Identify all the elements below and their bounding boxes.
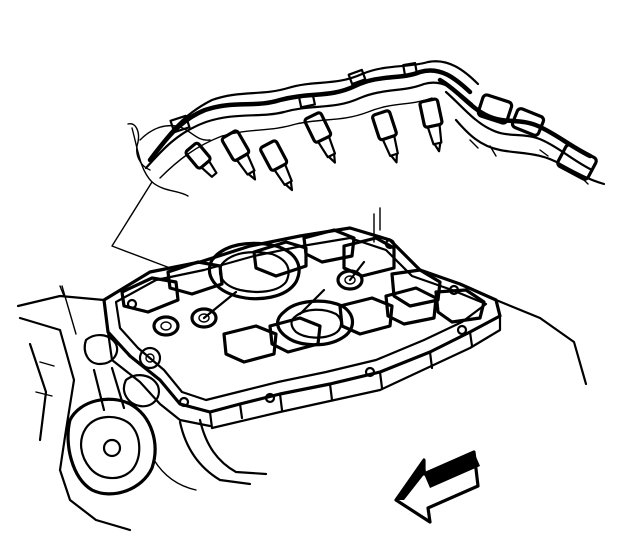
engine-block-icon	[16, 207, 588, 532]
intake-manifold-lower-icon	[102, 226, 502, 430]
fuel-injector-icon	[184, 97, 444, 192]
front-of-vehicle-arrow-icon	[394, 450, 480, 524]
fuel-injector-wiring-harness-icon	[127, 60, 606, 197]
leader-lines	[111, 181, 375, 269]
